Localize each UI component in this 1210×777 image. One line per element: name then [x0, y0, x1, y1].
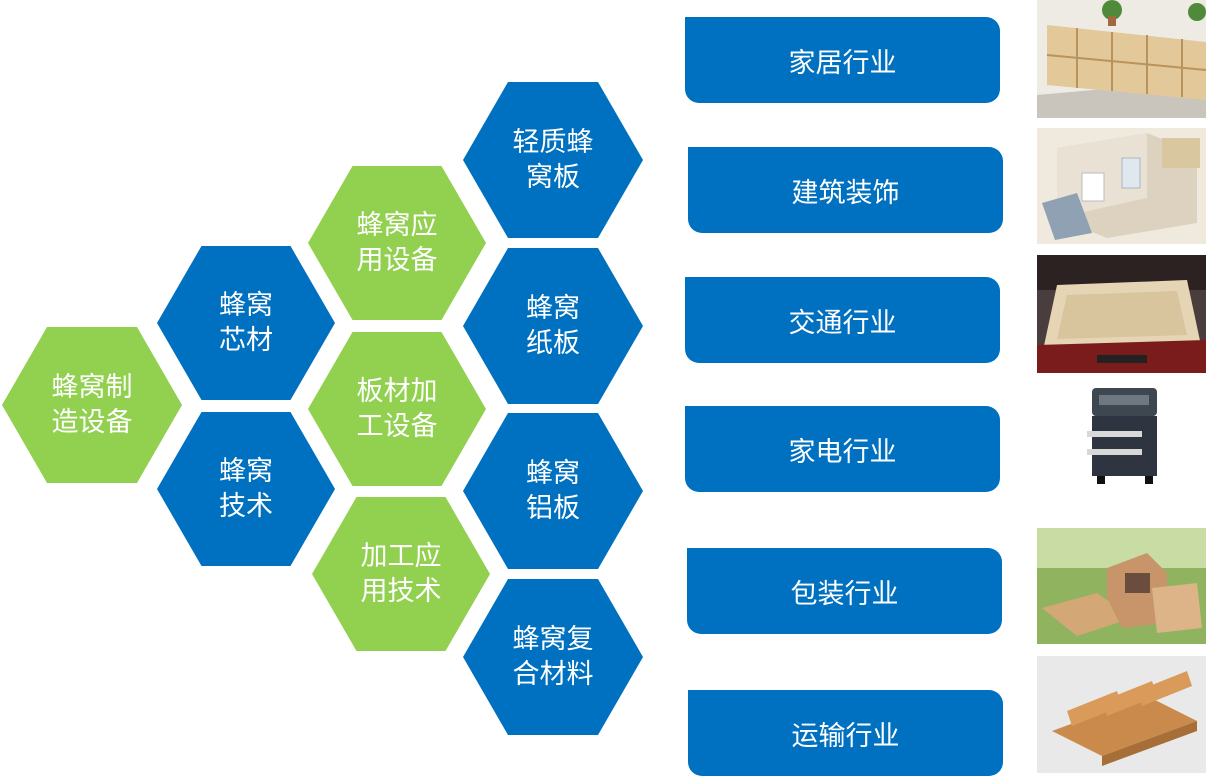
industry-bar-logistics: 运输行业	[688, 690, 1003, 776]
industry-bar-building-decoration: 建筑装饰	[688, 147, 1003, 233]
cardboard-packaging-photo	[1037, 528, 1206, 644]
appliance-cart-photo	[1037, 383, 1206, 493]
industry-bar-furniture: 家居行业	[685, 17, 1000, 103]
hex-board-processing-equipment: 板材加 工设备	[308, 332, 486, 486]
furniture-shelves-photo	[1037, 0, 1206, 118]
industry-bar-packaging: 包装行业	[687, 548, 1002, 634]
hex-honeycomb-technology: 蜂窝 技术	[157, 412, 335, 566]
hex-lightweight-honeycomb-panel: 轻质蜂 窝板	[463, 82, 643, 238]
hex-honeycomb-manufacturing-equipment: 蜂窝制 造设备	[2, 327, 182, 483]
car-trunk-photo	[1037, 255, 1206, 373]
hex-honeycomb-application-equipment: 蜂窝应 用设备	[308, 166, 486, 320]
honeycomb-pallet-photo	[1037, 656, 1206, 773]
hex-honeycomb-composite-material: 蜂窝复 合材料	[463, 579, 643, 735]
hex-processing-application-technology: 加工应 用技术	[312, 497, 490, 651]
hex-honeycomb-paperboard: 蜂窝 纸板	[463, 248, 643, 404]
industry-bar-transportation: 交通行业	[685, 277, 1000, 363]
industry-bar-home-appliance: 家电行业	[685, 406, 1000, 492]
bathroom-interior-photo	[1037, 128, 1206, 244]
hex-honeycomb-core: 蜂窝 芯材	[157, 246, 335, 400]
hex-honeycomb-aluminum-panel: 蜂窝 铝板	[463, 413, 643, 569]
